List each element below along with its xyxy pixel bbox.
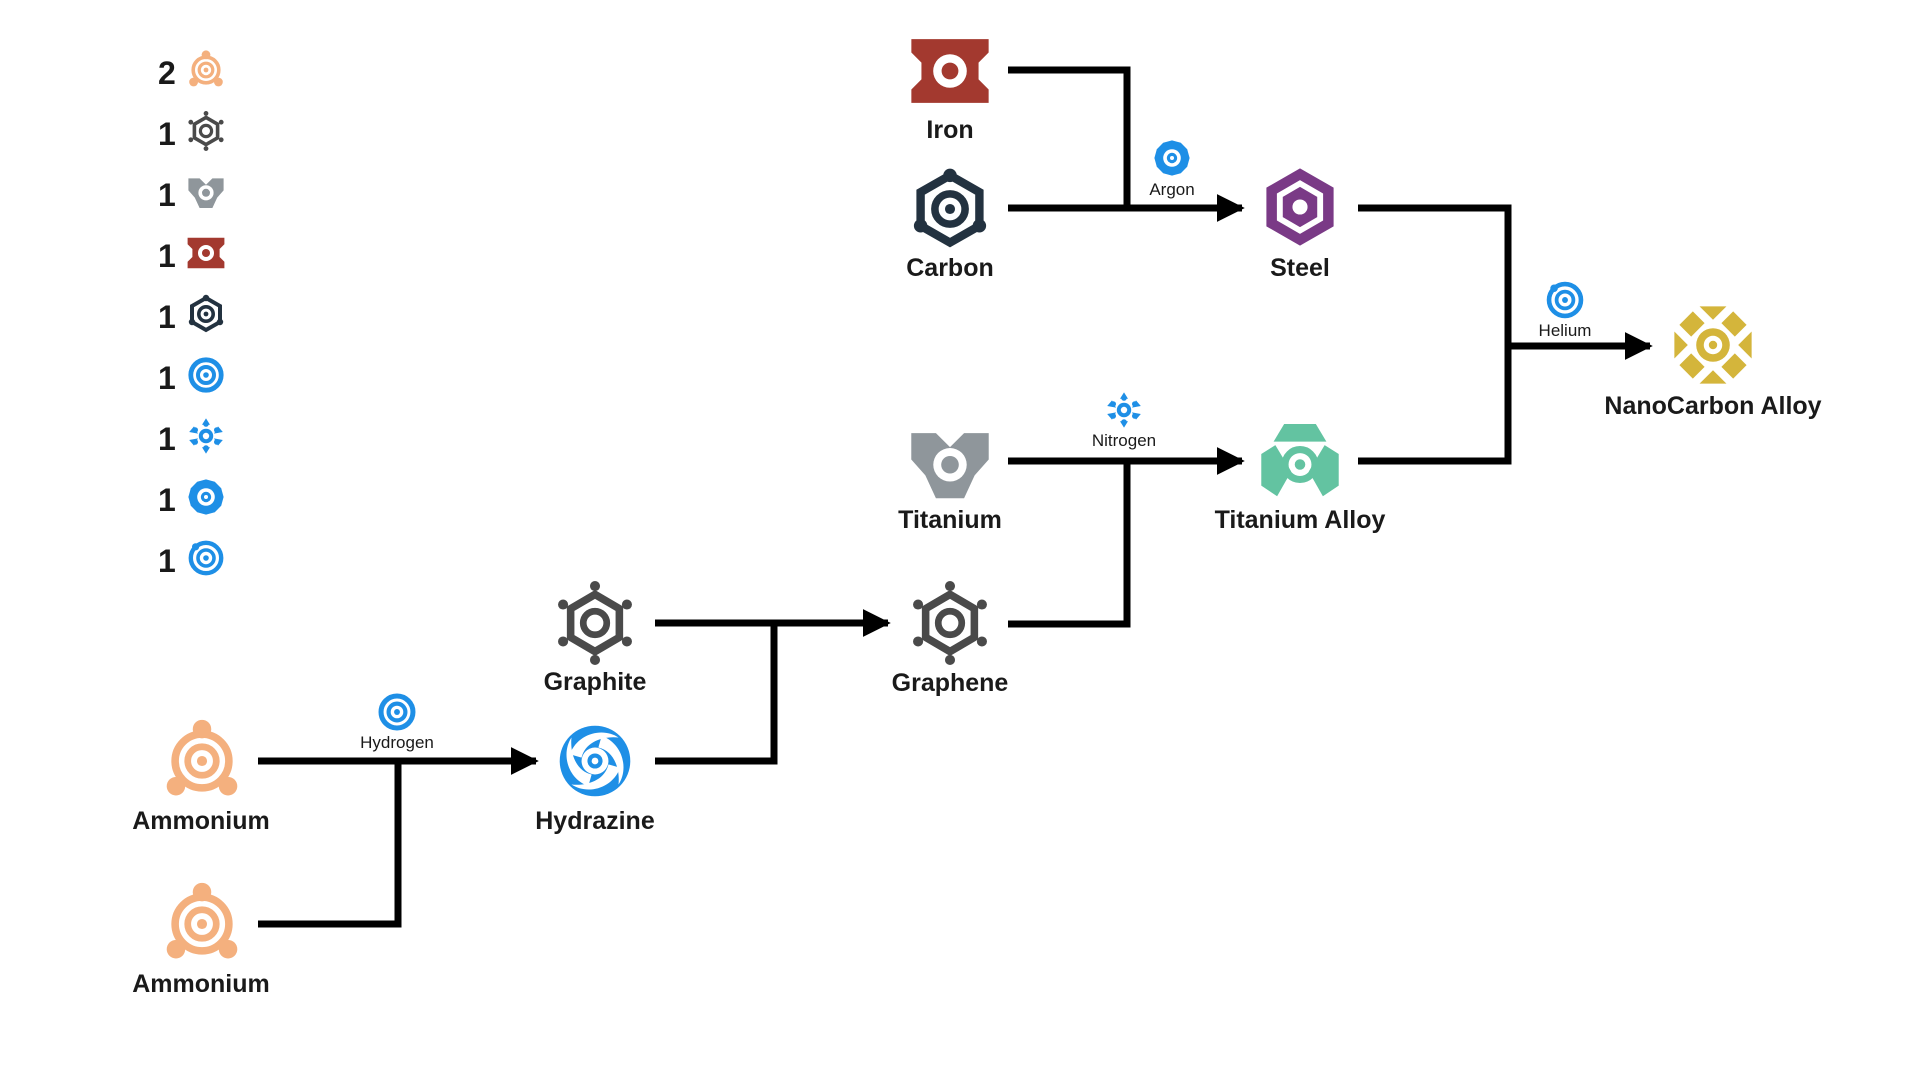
iron-icon — [187, 237, 225, 269]
steel-icon — [1266, 168, 1333, 245]
legend-row-ammonium: 2 — [158, 50, 225, 91]
node-label: Graphene — [892, 669, 1009, 697]
catalyst-argon: Argon — [1149, 140, 1195, 199]
catalyst-helium: Helium — [1539, 284, 1592, 340]
legend-count: 1 — [158, 177, 176, 213]
node-label: Iron — [926, 116, 973, 144]
node-nanocarbon-alloy: NanoCarbon Alloy — [1604, 306, 1822, 420]
node-ammonium-1: Ammonium — [132, 720, 270, 835]
node-label: Ammonium — [132, 807, 270, 835]
catalyst-nitrogen: Nitrogen — [1092, 392, 1156, 450]
connector-iron — [1008, 66, 1131, 208]
connectors — [258, 66, 1653, 928]
catalyst-label: Argon — [1149, 180, 1194, 199]
argon-icon — [1154, 140, 1190, 176]
legend-row-nitrogen: 1 — [158, 418, 223, 457]
node-iron: Iron — [911, 39, 989, 144]
node-label: Graphite — [544, 668, 647, 696]
node-label: Hydrazine — [535, 807, 655, 835]
carbon-icon — [186, 294, 226, 332]
ammonium-icon — [167, 883, 238, 959]
legend-row-hydrogen: 1 — [158, 360, 221, 396]
connector-hydrazine — [655, 623, 778, 765]
catalyst-label: Hydrogen — [360, 733, 434, 752]
node-label: Titanium — [898, 506, 1002, 534]
catalyst-label: Nitrogen — [1092, 431, 1156, 450]
legend-row-iron: 1 — [158, 237, 225, 274]
legend: 2 1 1 1 1 1 1 1 — [158, 50, 226, 579]
node-label: Carbon — [906, 254, 994, 282]
iron-icon — [911, 39, 989, 103]
legend-count: 1 — [158, 543, 176, 579]
legend-count: 1 — [158, 421, 176, 457]
nanocarbon-alloy-icon — [1674, 306, 1752, 384]
legend-count: 1 — [158, 299, 176, 335]
hydrogen-icon — [381, 696, 413, 728]
graphene-icon — [913, 581, 987, 665]
legend-count: 1 — [158, 116, 176, 152]
carbon-icon — [914, 169, 986, 243]
graphite-icon — [558, 581, 632, 665]
hydrogen-icon — [191, 360, 221, 390]
titanium-alloy-icon — [1261, 424, 1338, 496]
legend-row-carbon: 1 — [158, 294, 226, 335]
catalyst-label: Helium — [1539, 321, 1592, 340]
connector-steel-titalloy — [1358, 204, 1512, 465]
legend-count: 1 — [158, 482, 176, 518]
titanium-icon — [188, 178, 224, 208]
connector-graphene — [1008, 461, 1131, 628]
node-steel: Steel — [1266, 168, 1333, 282]
node-ammonium-2: Ammonium — [132, 883, 270, 998]
node-label: NanoCarbon Alloy — [1604, 392, 1821, 420]
legend-row-helium: 1 — [158, 543, 221, 579]
nitrogen-icon — [1107, 392, 1141, 428]
catalyst-hydrogen: Hydrogen — [360, 696, 434, 752]
helium-icon — [191, 543, 221, 573]
node-graphite: Graphite — [544, 581, 647, 696]
node-label: Steel — [1270, 254, 1330, 282]
node-graphene: Graphene — [892, 581, 1009, 697]
legend-row-argon: 1 — [158, 479, 224, 518]
node-label: Titanium Alloy — [1215, 506, 1386, 534]
titanium-icon — [911, 433, 989, 499]
node-carbon: Carbon — [906, 169, 994, 282]
hydrazine-icon — [559, 725, 631, 797]
graphite-icon — [186, 111, 226, 151]
legend-count: 2 — [158, 55, 176, 91]
legend-count: 1 — [158, 360, 176, 396]
nitrogen-icon — [189, 418, 223, 454]
node-hydrazine: Hydrazine — [535, 725, 655, 835]
node-label: Ammonium — [132, 970, 270, 998]
legend-row-graphite: 1 — [158, 111, 226, 152]
ammonium-icon — [187, 50, 225, 89]
helium-icon — [1549, 284, 1581, 316]
node-titanium: Titanium — [898, 433, 1002, 534]
legend-row-titanium: 1 — [158, 177, 224, 213]
ammonium-icon — [167, 720, 238, 796]
argon-icon — [188, 479, 224, 515]
node-titanium-alloy: Titanium Alloy — [1215, 424, 1386, 534]
legend-count: 1 — [158, 238, 176, 274]
connector-ammonium-2 — [258, 761, 402, 928]
